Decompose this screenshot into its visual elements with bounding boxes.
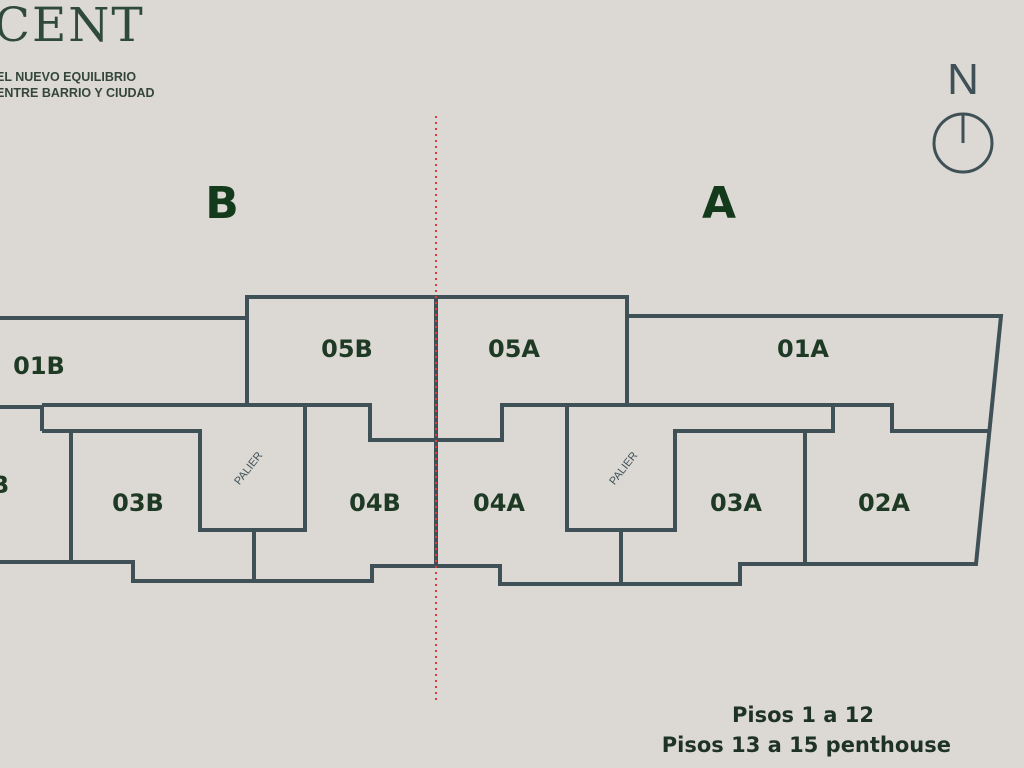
- brand-name: CENT: [0, 0, 145, 53]
- compass-icon: N: [932, 55, 994, 174]
- wall-corridor-b: [42, 403, 307, 581]
- unit-label-03a: 03A: [710, 489, 762, 517]
- unit-label-02a: 02A: [858, 489, 910, 517]
- unit-label-02b-partial: B: [0, 471, 9, 499]
- unit-label-04a: 04A: [473, 489, 525, 517]
- wall-corridor-a: [502, 403, 988, 433]
- brand-tagline-line-1: EL NUEVO EQUILIBRIO: [0, 70, 137, 84]
- wall-03b: [42, 429, 133, 564]
- unit-label-04b: 04B: [349, 489, 401, 517]
- wall-03a: [621, 405, 835, 532]
- compass-north-label: N: [947, 55, 979, 104]
- brand-tagline-line-2: ENTRE BARRIO Y CIUDAD: [0, 86, 155, 100]
- unit-label-05a: 05A: [488, 335, 540, 363]
- wall-03b-top: [71, 429, 254, 532]
- unit-label-03b: 03B: [112, 489, 164, 517]
- unit-label-05b: 05B: [321, 335, 373, 363]
- footer-floors-line-2: Pisos 13 a 15 penthouse: [661, 733, 951, 757]
- section-label-a: A: [702, 178, 736, 229]
- wall-05b-bottom: [305, 403, 437, 442]
- unit-label-01a: 01A: [777, 335, 829, 363]
- unit-labels: 01B B 03B 04B 05B 05A 04A 03A 02A 01A: [0, 335, 910, 517]
- section-label-b: B: [205, 178, 239, 229]
- unit-label-01b: 01B: [13, 352, 65, 380]
- wall-palier-a: [565, 405, 623, 584]
- palier-label-a: PALIER: [607, 450, 640, 488]
- floor-plan-walls: [0, 295, 1004, 586]
- palier-label-b: PALIER: [232, 450, 265, 488]
- wall-01b-bottom: [0, 405, 44, 431]
- footer-floors-line-1: Pisos 1 a 12: [732, 703, 874, 727]
- wall-outline-top: [0, 295, 1004, 586]
